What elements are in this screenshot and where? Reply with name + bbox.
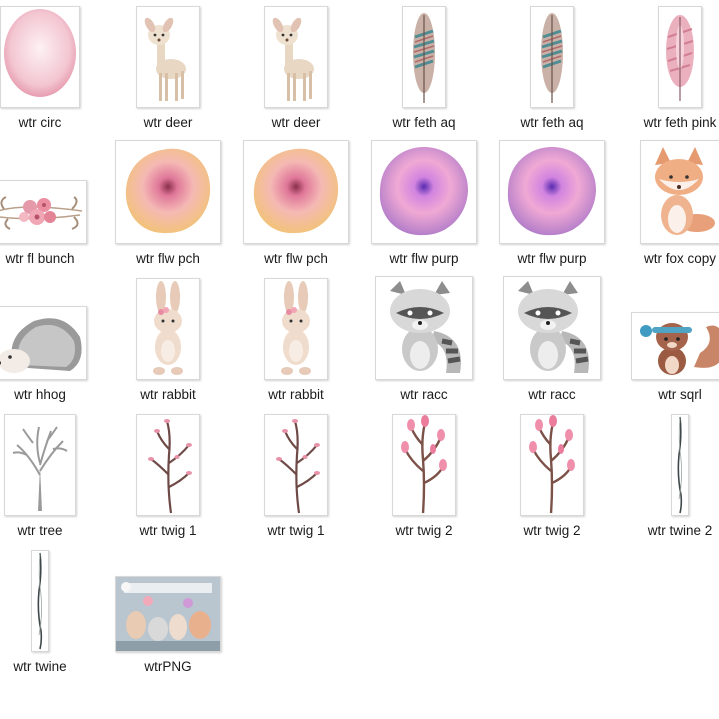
hedgehog-icon (0, 306, 87, 380)
feather-aqua-icon (402, 6, 446, 108)
file-item[interactable]: wtr twig 1 (233, 408, 359, 540)
file-name-label: wtr twig 2 (523, 523, 581, 538)
purple-flower-icon (499, 140, 605, 244)
pink-watercolor-circle-icon (0, 6, 80, 108)
file-name-label: wtr twig 2 (395, 523, 453, 538)
file-item[interactable]: wtr racc (361, 272, 487, 404)
file-item[interactable]: wtr rabbit (233, 272, 359, 404)
file-item[interactable]: wtr twig 2 (361, 408, 487, 540)
twine-icon (31, 550, 49, 652)
peach-flower-icon (243, 140, 349, 244)
file-item[interactable]: wtr flw purp (361, 136, 487, 268)
file-item[interactable]: wtr feth aq (489, 0, 615, 132)
file-name-label: wtr flw pch (264, 251, 328, 266)
fox-icon (640, 140, 719, 244)
rabbit-icon (136, 278, 200, 380)
file-item[interactable]: wtr deer (233, 0, 359, 132)
file-name-label: wtr flw pch (136, 251, 200, 266)
file-name-label: wtr deer (143, 115, 193, 130)
twig-icon (136, 414, 200, 516)
file-item[interactable]: wtr twine 2 (617, 408, 719, 540)
file-name-label: wtr feth aq (520, 115, 584, 130)
collage-preview-icon (115, 576, 221, 652)
deer-icon (264, 6, 328, 108)
file-item[interactable]: wtr circ (0, 0, 103, 132)
file-name-label: wtr feth aq (392, 115, 456, 130)
file-name-label: wtr hhog (14, 387, 66, 402)
file-name-label: wtr feth pink (643, 115, 717, 130)
peach-flower-icon (115, 140, 221, 244)
file-item[interactable]: wtr feth aq (361, 0, 487, 132)
flower-bunch-icon (0, 180, 87, 244)
file-name-label: wtr racc (528, 387, 576, 402)
file-name-label: wtr flw purp (389, 251, 459, 266)
file-name-label: wtr twine 2 (647, 523, 713, 538)
file-name-label: wtr twig 1 (139, 523, 197, 538)
raccoon-icon (503, 276, 601, 380)
rabbit-icon (264, 278, 328, 380)
raccoon-icon (375, 276, 473, 380)
file-item[interactable]: wtr hhog (0, 272, 103, 404)
file-item[interactable]: wtr twine (0, 544, 103, 676)
file-name-label: wtr fox copy (643, 251, 717, 266)
file-item[interactable]: wtr feth pink (617, 0, 719, 132)
file-item[interactable]: wtr racc (489, 272, 615, 404)
file-name-label: wtr flw purp (517, 251, 587, 266)
feather-pink-icon (658, 6, 702, 108)
file-item[interactable]: wtr fox copy (617, 136, 719, 268)
twig-pink-icon (392, 414, 456, 516)
file-name-label: wtr fl bunch (5, 251, 75, 266)
twine-icon (671, 414, 689, 516)
file-item[interactable]: wtrPNG (105, 544, 231, 676)
purple-flower-icon (371, 140, 477, 244)
feather-aqua-icon (530, 6, 574, 108)
file-name-label: wtr tree (17, 523, 63, 538)
twig-pink-icon (520, 414, 584, 516)
file-item[interactable]: wtr rabbit (105, 272, 231, 404)
file-item[interactable]: wtr flw pch (105, 136, 231, 268)
file-item[interactable]: wtr twig 1 (105, 408, 231, 540)
file-item[interactable]: wtr sqrl (617, 272, 719, 404)
file-name-label: wtr sqrl (658, 387, 702, 402)
file-name-label: wtr rabbit (268, 387, 324, 402)
file-item[interactable]: wtr flw purp (489, 136, 615, 268)
deer-icon (136, 6, 200, 108)
file-item[interactable]: wtr tree (0, 408, 103, 540)
file-item[interactable]: wtr twig 2 (489, 408, 615, 540)
file-name-label: wtr rabbit (140, 387, 196, 402)
file-name-label: wtr racc (400, 387, 448, 402)
file-name-label: wtr twig 1 (267, 523, 325, 538)
file-name-label: wtr circ (18, 115, 62, 130)
file-item[interactable]: wtr flw pch (233, 136, 359, 268)
file-name-label: wtr twine (13, 659, 67, 674)
file-item[interactable]: wtr fl bunch (0, 136, 103, 268)
squirrel-icon (631, 312, 719, 380)
twig-icon (264, 414, 328, 516)
file-item[interactable]: wtr deer (105, 0, 231, 132)
file-name-label: wtr deer (271, 115, 321, 130)
file-name-label: wtrPNG (144, 659, 192, 674)
tree-icon (4, 414, 76, 516)
